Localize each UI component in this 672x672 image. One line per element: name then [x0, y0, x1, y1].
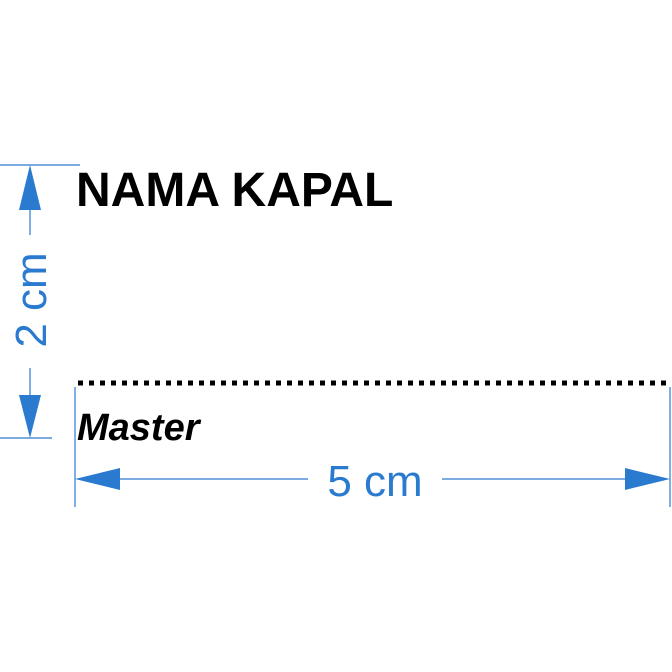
arrow-down-icon: [19, 395, 41, 438]
arrow-left-icon: [75, 468, 120, 490]
arrow-up-icon: [19, 165, 41, 210]
width-label: 5 cm: [327, 457, 422, 506]
arrow-right-icon: [625, 468, 670, 490]
width-dimension: [74, 387, 671, 507]
ship-name-text: NAMA KAPAL: [76, 164, 393, 217]
height-dimension: [0, 164, 80, 439]
height-label: 2 cm: [7, 252, 56, 347]
master-text: Master: [77, 407, 202, 449]
